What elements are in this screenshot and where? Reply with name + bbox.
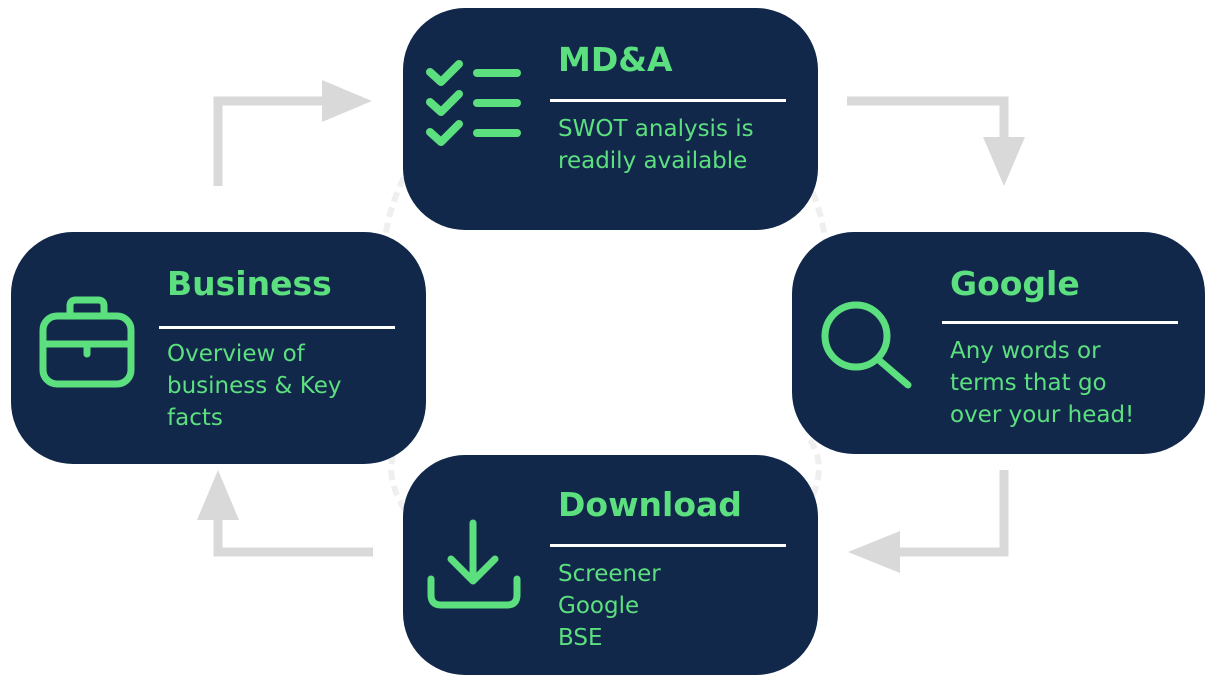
card-business-line: business & Key — [167, 373, 342, 399]
card-business-line: Overview of — [167, 341, 305, 367]
card-business-title: Business — [167, 264, 332, 303]
card-google-title: Google — [950, 264, 1080, 303]
card-download-line: BSE — [558, 625, 603, 651]
arrow-download-to-business — [197, 470, 373, 557]
card-mda-divider — [550, 99, 786, 102]
card-mda-text: SWOT analysis is readily available — [558, 113, 754, 177]
checklist-icon — [426, 60, 521, 146]
card-download-text: Screener Google BSE — [558, 558, 661, 654]
search-icon — [821, 301, 912, 389]
card-business-divider — [159, 326, 395, 329]
card-download-title: Download — [558, 485, 742, 524]
card-google-text: Any words or terms that go over your hea… — [950, 335, 1134, 431]
card-mda-line: readily available — [558, 148, 748, 174]
card-business: Business Overview of business & Key fact… — [11, 232, 426, 464]
arrow-business-to-mda — [213, 80, 372, 186]
card-google-line: over your head! — [950, 402, 1135, 428]
arrow-mda-to-google — [847, 96, 1025, 186]
card-google-line: Any words or — [950, 338, 1101, 364]
card-google-line: terms that go — [950, 370, 1107, 396]
card-mda-line: SWOT analysis is — [558, 116, 754, 142]
card-mda: MD&A SWOT analysis is readily available — [403, 8, 818, 230]
arrow-google-to-download — [848, 470, 1009, 573]
card-google-divider — [942, 321, 1178, 324]
card-download: Download Screener Google BSE — [403, 455, 818, 675]
card-download-divider — [550, 544, 786, 547]
card-mda-title: MD&A — [558, 40, 673, 79]
card-google: Google Any words or terms that go over y… — [792, 232, 1205, 454]
card-business-text: Overview of business & Key facts — [167, 338, 342, 434]
card-download-line: Screener — [558, 561, 661, 587]
briefcase-icon — [39, 296, 135, 388]
card-download-line: Google — [558, 593, 640, 619]
card-business-line: facts — [167, 405, 223, 431]
download-icon — [427, 519, 521, 609]
